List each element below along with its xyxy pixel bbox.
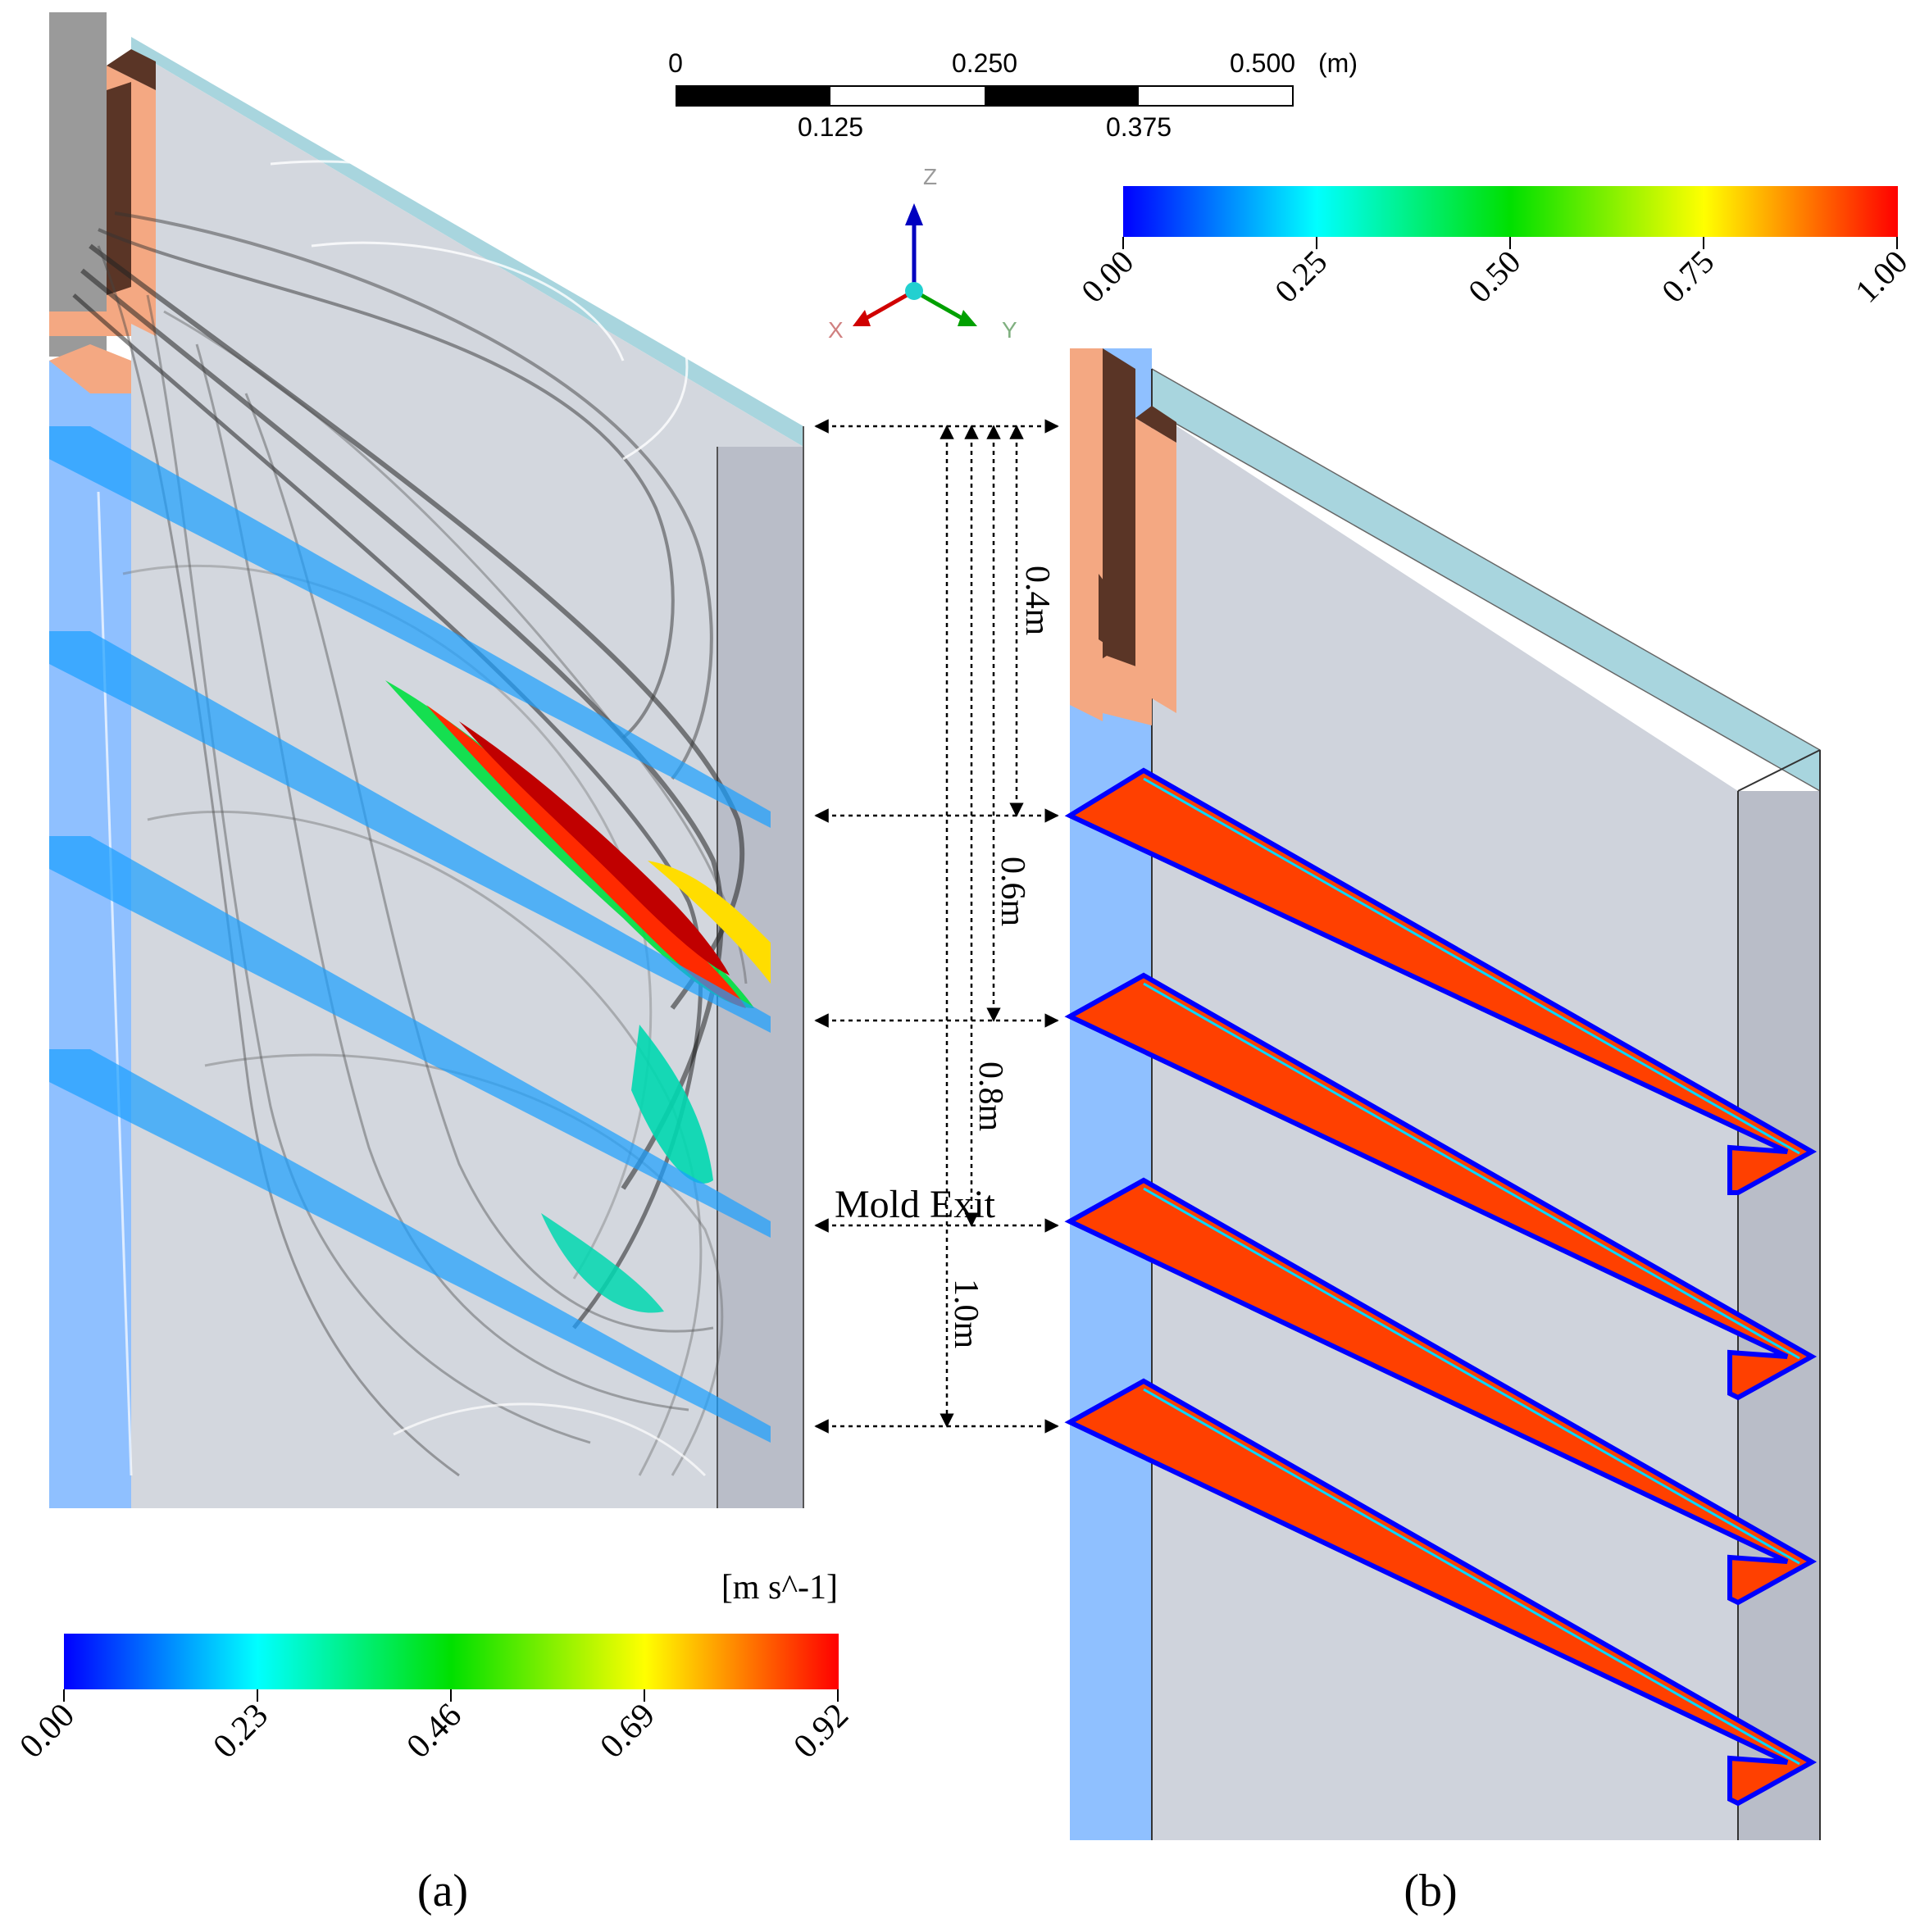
- contour-stripe-4: [1064, 1378, 1818, 1807]
- contour-stripe-3: [1064, 1177, 1818, 1606]
- panel-label-b: (b): [1404, 1866, 1457, 1916]
- colorbar-b-tick-4: 1.00: [1848, 243, 1914, 310]
- mold-exit-label: Mold Exit: [835, 1183, 996, 1226]
- colorbar-a-tick-1: 0.23: [207, 1697, 275, 1766]
- panel-label-a: (a): [417, 1866, 468, 1916]
- panel-a-model: [49, 12, 804, 1508]
- scale-unit: (m): [1318, 48, 1358, 78]
- dim-label-04m: 0.4m: [1018, 566, 1056, 636]
- axis-x-label: X: [828, 317, 844, 343]
- colorbar-a-tick-3: 0.69: [594, 1697, 662, 1766]
- contour-stripe-1: [1064, 767, 1818, 1195]
- dim-label-10m: 1.0m: [947, 1279, 985, 1349]
- colorbar-b-tick-3: 0.75: [1654, 243, 1721, 310]
- contour-stripes-b: [1064, 767, 1818, 1807]
- colorbar-a-tick-0: 0.00: [13, 1697, 82, 1766]
- colorbar-a: [m s^-1] 0.00 0.23 0.46 0.69 0.92: [13, 1569, 856, 1766]
- scale-label-0125: 0.125: [798, 112, 863, 142]
- dim-label-08m: 0.8m: [971, 1061, 1009, 1132]
- colorbar-b: 0.00 0.25 0.50 0.75 1.00: [1074, 186, 1914, 310]
- colorbar-b-tick-2: 0.50: [1461, 243, 1527, 310]
- colorbar-b-tick-0: 0.00: [1074, 243, 1140, 310]
- dimension-lines: [814, 419, 1059, 1434]
- scale-bar: 0 0.250 0.500 (m) 0.125 0.375: [668, 48, 1358, 142]
- vector-planes-a: [49, 426, 771, 1443]
- scale-label-0500: 0.500: [1230, 48, 1295, 78]
- axis-y-label: Y: [1002, 317, 1017, 343]
- colorbar-a-tick-2: 0.46: [400, 1697, 469, 1766]
- axis-triad: Z X Y: [828, 164, 1017, 343]
- scale-label-0375: 0.375: [1106, 112, 1172, 142]
- jet-velocity-core: [385, 680, 771, 1313]
- dim-label-06m: 0.6m: [994, 857, 1031, 927]
- axis-z-label: Z: [923, 164, 937, 189]
- scale-label-0: 0: [668, 48, 683, 78]
- colorbar-a-unit: [m s^-1]: [721, 1569, 838, 1607]
- colorbar-a-tick-4: 0.92: [787, 1697, 856, 1766]
- colorbar-b-tick-1: 0.25: [1267, 243, 1334, 310]
- contour-stripe-2: [1064, 972, 1818, 1401]
- scale-label-0250: 0.250: [952, 48, 1017, 78]
